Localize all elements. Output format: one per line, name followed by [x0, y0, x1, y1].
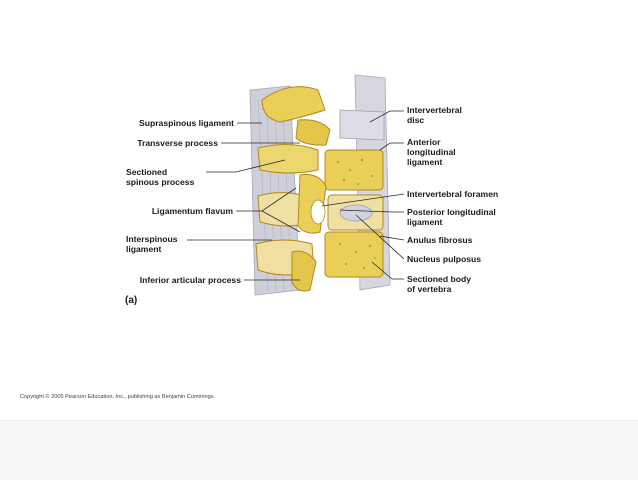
- label-inferior-articular-process: Inferior articular process: [139, 275, 241, 285]
- intervertebral-foramen: [310, 199, 326, 225]
- label-intervertebral-foramen: Intervertebral foramen: [407, 189, 499, 199]
- label-sectioned-body-of-vertebra: Sectioned body of vertebra: [407, 274, 471, 294]
- vertebral-column-illustration: [187, 74, 405, 296]
- copyright-notice: Copyright © 2005 Pearson Education, Inc.…: [20, 394, 216, 400]
- label-nucleus-pulposus: Nucleus pulposus: [407, 254, 482, 264]
- label-sectioned-spinous-process: Sectioned spinous process: [126, 167, 195, 187]
- label-supraspinous-ligament: Supraspinous ligament: [138, 118, 234, 128]
- intervertebral-discs: [339, 109, 385, 222]
- sectioned-spinous-process: [257, 144, 319, 174]
- label-intervertebral-disc: Intervertebral disc: [407, 105, 462, 125]
- inferior-articular-process: [291, 250, 317, 292]
- transverse-process: [295, 119, 331, 146]
- label-anterior-longitudinal-ligament: Anterior longitudinal ligament: [407, 137, 456, 167]
- label-ligamentum-flavum: Ligamentum flavum: [151, 206, 233, 216]
- label-transverse-process: Transverse process: [137, 138, 218, 148]
- nucleus-pulposus: [339, 204, 373, 222]
- vertebral-body-upper: [324, 149, 384, 191]
- spine-figure: Supraspinous ligament Transverse process…: [20, 74, 499, 400]
- spinous-process-top: [261, 86, 326, 123]
- panel-tag: (a): [125, 295, 138, 306]
- label-anulus-fibrosus: Anulus fibrosus: [407, 235, 473, 245]
- posterior-elements: [255, 86, 331, 292]
- vertebral-body-lower: [324, 231, 384, 278]
- leader-lines: [187, 110, 405, 281]
- intervertebral-disc-top: [339, 109, 385, 141]
- label-interspinous-ligament: Interspinous ligament: [126, 234, 178, 254]
- label-posterior-longitudinal-ligament: Posterior longitudinal ligament: [407, 207, 496, 227]
- slide-bottom-band: [0, 420, 638, 480]
